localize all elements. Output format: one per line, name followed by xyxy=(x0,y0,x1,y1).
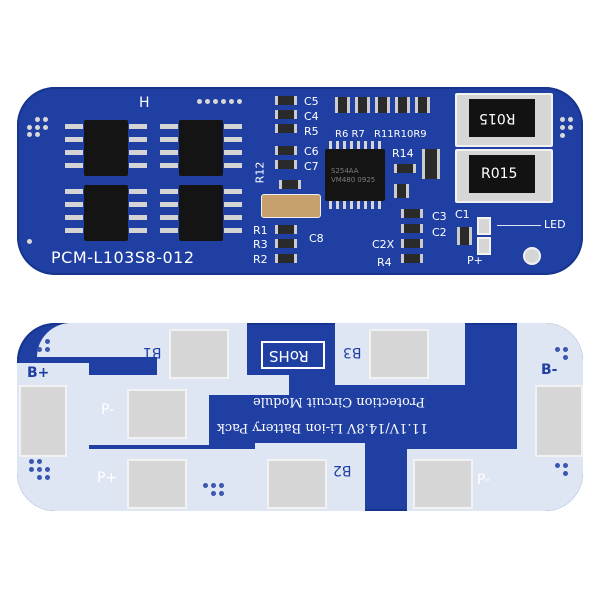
label-b2: B2 xyxy=(333,462,352,478)
pcb-top-board: H xyxy=(17,87,583,275)
resistor-r1 xyxy=(275,225,297,234)
resistor-vertical-right xyxy=(422,149,440,179)
designator-c1: C1 xyxy=(455,208,470,221)
p-plus-label-top: P+ xyxy=(467,254,483,267)
label-p-minus-left: P- xyxy=(101,402,115,418)
capacitor-c1 xyxy=(457,227,472,245)
shunt-resistor-1-marking: R015 xyxy=(479,110,516,126)
protection-module-text: Protection Circuit Module xyxy=(253,394,425,409)
led-silk-line xyxy=(497,225,541,226)
shunt-resistor-2-marking: R015 xyxy=(481,166,518,182)
label-p-minus-right: P- xyxy=(477,472,491,488)
pad-b-minus[interactable] xyxy=(535,385,583,457)
designator-c7: C7 xyxy=(304,160,319,173)
designator-c2x: C2X xyxy=(372,238,395,251)
p-plus-pad[interactable] xyxy=(523,247,541,265)
label-b1: B1 xyxy=(143,344,162,360)
designator-r2: R2 xyxy=(253,253,268,266)
protection-ic-marking: S254AA VM480 0925 xyxy=(331,167,376,185)
pad-b-plus[interactable] xyxy=(19,385,67,457)
rohs-text: RoHS xyxy=(269,347,309,365)
pad-b3[interactable] xyxy=(369,329,429,379)
designator-r1: R1 xyxy=(253,224,268,237)
led-label: LED xyxy=(544,218,566,231)
designator-r11-r10-r9: R11R10R9 xyxy=(374,129,427,140)
resistor-r14 xyxy=(394,164,416,173)
capacitor-c8 xyxy=(261,194,321,218)
designator-c3: C3 xyxy=(432,210,447,223)
designator-r4: R4 xyxy=(377,256,392,269)
resistor-r2 xyxy=(275,254,297,263)
resistor-small xyxy=(394,184,409,198)
label-b-minus: B- xyxy=(541,362,558,378)
pcb-bottom-board: B+ B1 P- P+ B2 B3 P- B- RoHS Protection … xyxy=(17,323,583,511)
led-pad-1[interactable] xyxy=(477,217,491,235)
pad-b1[interactable] xyxy=(169,329,229,379)
pad-p-minus-left[interactable] xyxy=(127,389,187,439)
product-text-block: Protection Circuit Module 11.1V/14.8V Li… xyxy=(207,385,507,443)
pad-p-minus-right[interactable] xyxy=(413,459,473,509)
battery-pack-text: 11.1V/14.8V Li-ion Battery Pack xyxy=(217,420,429,435)
designator-c2: C2 xyxy=(432,226,447,239)
designator-c6: C6 xyxy=(304,145,319,158)
rohs-badge: RoHS xyxy=(261,341,325,369)
designator-c5: C5 xyxy=(304,95,319,108)
pad-p-plus[interactable] xyxy=(127,459,187,509)
designator-r6-r7: R6 R7 xyxy=(335,129,365,140)
designator-r3: R3 xyxy=(253,238,268,251)
designator-c4: C4 xyxy=(304,110,319,123)
resistor-r3 xyxy=(275,239,297,248)
pad-b2[interactable] xyxy=(267,459,327,509)
label-p-plus: P+ xyxy=(97,470,118,486)
designator-r12: R12 xyxy=(253,161,267,184)
board-model-label: PCM-L103S8-012 xyxy=(51,248,195,267)
led-pad-2[interactable] xyxy=(477,237,491,255)
label-b-plus: B+ xyxy=(27,365,50,381)
designator-r5: R5 xyxy=(304,125,319,138)
designator-r14: R14 xyxy=(392,147,414,160)
designator-c8: C8 xyxy=(309,232,324,245)
h-label: H xyxy=(139,95,150,111)
copper-left-top xyxy=(37,323,167,357)
label-b3: B3 xyxy=(343,344,362,360)
